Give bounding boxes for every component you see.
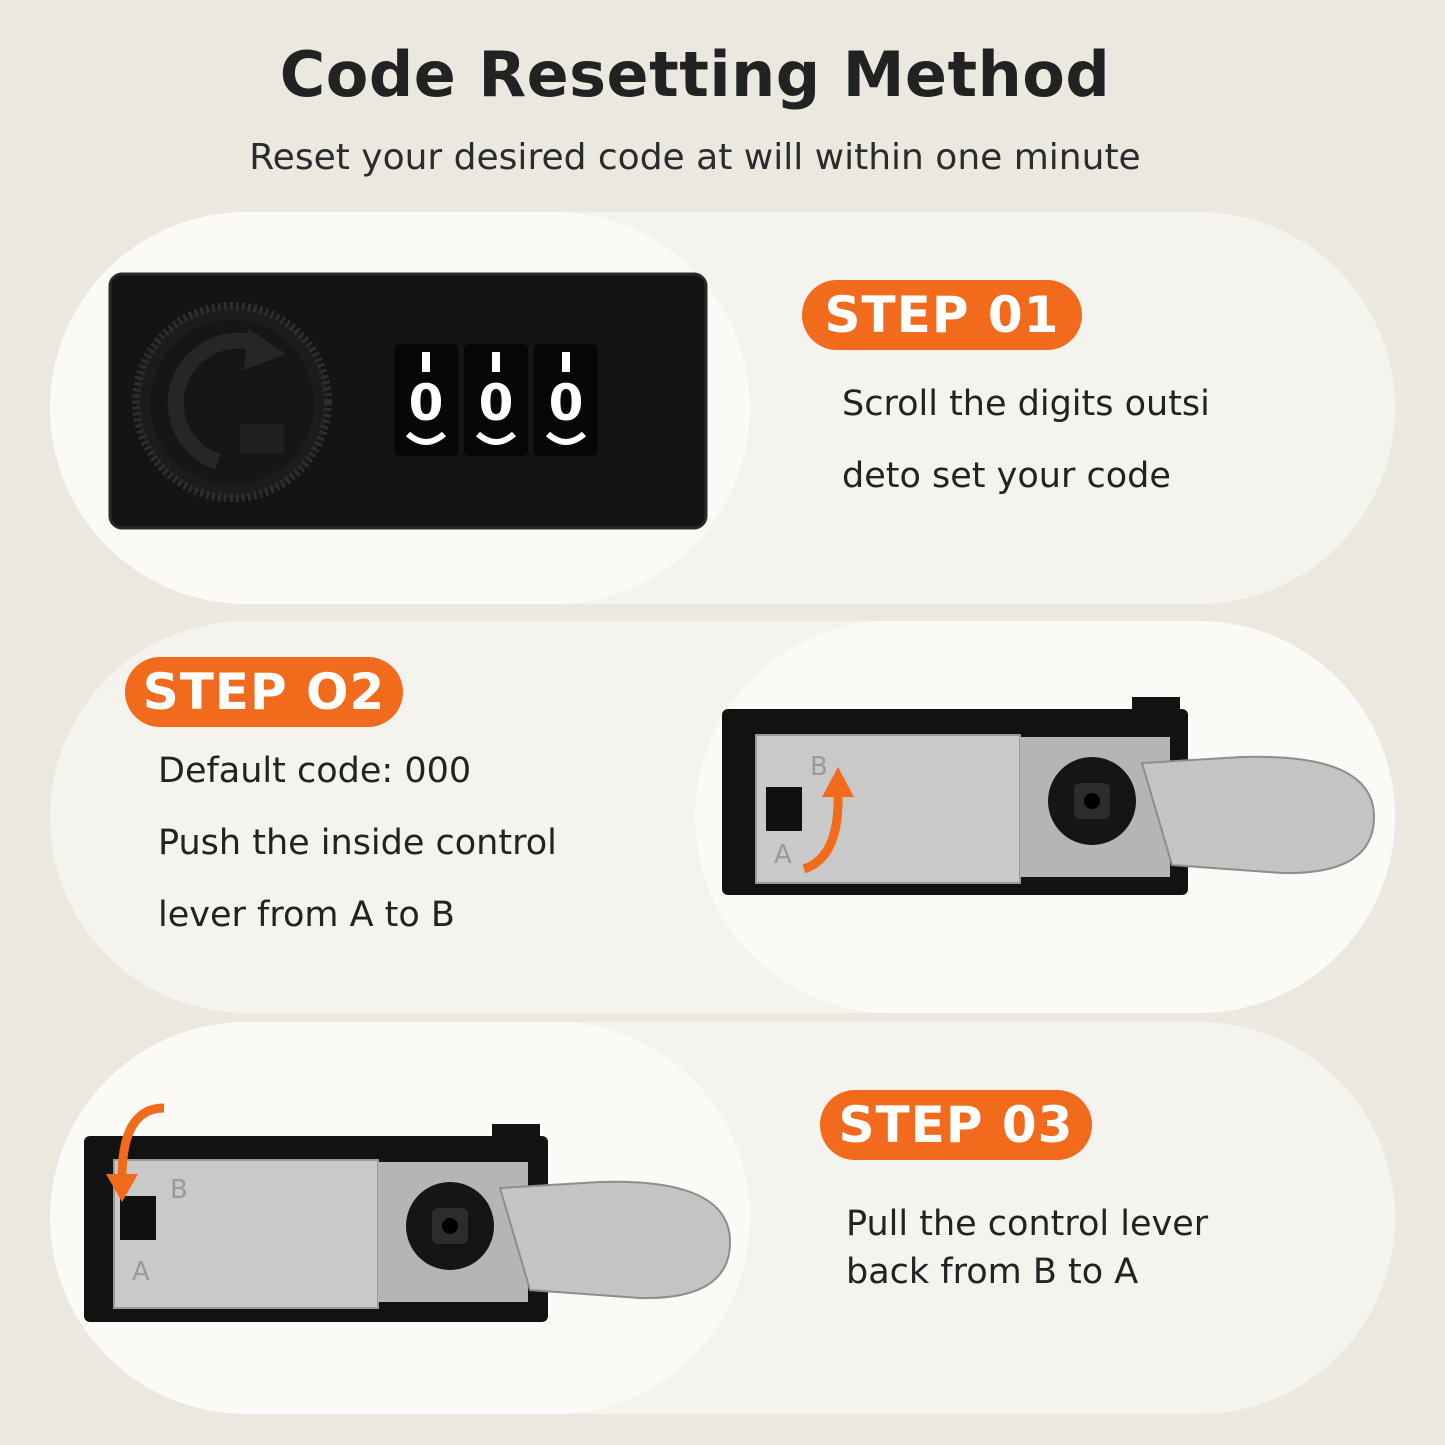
step-1-line-1: Scroll the digits outsi	[842, 384, 1210, 424]
arrow-down-icon	[117, 1103, 165, 1179]
step-2-panel: STEP O2 Default code: 000 Push the insid…	[50, 621, 1395, 1013]
step-1-line-2: deto set your code	[842, 456, 1171, 496]
combination-lock-front-image: 0 0 0	[108, 272, 708, 530]
page-subtitle: Reset your desired code at will within o…	[249, 137, 1141, 178]
plate-label-b: B	[810, 752, 828, 782]
step-1-badge: STEP 01	[802, 280, 1082, 350]
plate-label-a: A	[774, 840, 792, 870]
step-1-panel: 0 0 0 STEP 01 Scroll the digits outsi de…	[50, 212, 1395, 604]
digit-wheels[interactable]: 0 0 0	[394, 344, 598, 456]
svg-text:0: 0	[479, 374, 514, 432]
page-title: Code Resetting Method	[279, 38, 1111, 111]
step-3-panel: B A STEP 03 Pull the control lever back …	[50, 1022, 1395, 1414]
step-2-badge: STEP O2	[125, 657, 403, 727]
step-2-line-1: Default code: 000	[158, 751, 472, 791]
svg-text:0: 0	[549, 374, 584, 432]
svg-text:0: 0	[409, 374, 444, 432]
arrow-up-icon	[802, 792, 843, 874]
step-3-line-2: back from B to A	[846, 1252, 1139, 1292]
step-3-badge: STEP 03	[820, 1090, 1092, 1160]
lock-back-lever-a-to-b-image: B A	[722, 697, 1376, 895]
step-2-line-3: lever from A to B	[158, 895, 455, 935]
lock-back-lever-b-to-a-image: B A	[84, 1103, 732, 1322]
plate-label-b: B	[170, 1175, 188, 1205]
step-2-line-2: Push the inside control	[158, 823, 557, 863]
plate-label-a: A	[132, 1257, 150, 1287]
step-3-line-1: Pull the control lever	[846, 1204, 1209, 1244]
step-2-description: Default code: 000 Push the inside contro…	[158, 735, 557, 951]
step-3-description: Pull the control lever back from B to A	[846, 1200, 1208, 1296]
step-1-description: Scroll the digits outsi deto set your co…	[842, 368, 1210, 512]
